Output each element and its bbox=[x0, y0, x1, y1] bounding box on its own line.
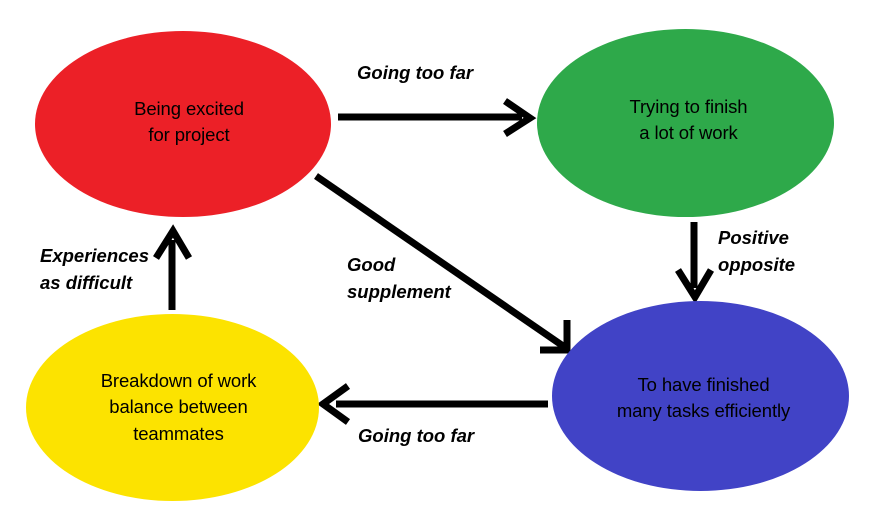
edge-red-to-green[interactable] bbox=[338, 98, 537, 137]
edge-blue-to-yellow-arrowhead bbox=[317, 383, 351, 425]
edge-yellow-to-red[interactable] bbox=[153, 224, 193, 310]
node-being-excited-for-project[interactable]: Being excited for project bbox=[35, 31, 331, 217]
edge-red-to-green-arrowhead bbox=[503, 98, 537, 137]
edge-label-red-to-blue: Good supplement bbox=[347, 254, 451, 302]
edge-label-blue-to-yellow: Going too far bbox=[358, 425, 475, 446]
edge-label-green-to-blue: Positive opposite bbox=[718, 227, 796, 275]
node-label: To have finished many tasks efficiently bbox=[616, 373, 791, 421]
edge-blue-to-yellow[interactable] bbox=[317, 383, 548, 425]
edge-red-to-blue[interactable] bbox=[314, 173, 571, 354]
edge-red-to-blue-arrowhead bbox=[540, 320, 571, 354]
node-breakdown-of-work-balance-between-teammates[interactable]: Breakdown of work balance between teamma… bbox=[26, 314, 319, 501]
edge-red-to-blue-shaft bbox=[314, 173, 568, 351]
node-label: Being excited for project bbox=[134, 97, 244, 145]
edge-green-to-blue-arrowhead bbox=[675, 268, 715, 304]
node-label: Trying to finish a lot of work bbox=[629, 95, 748, 143]
edge-green-to-blue[interactable] bbox=[675, 222, 715, 304]
edge-label-red-to-green: Going too far bbox=[357, 62, 474, 83]
node-trying-to-finish-a-lot-of-work[interactable]: Trying to finish a lot of work bbox=[537, 29, 834, 217]
node-label: Breakdown of work balance between teamma… bbox=[100, 370, 257, 444]
edge-label-yellow-to-red: Experiences as difficult bbox=[40, 245, 150, 293]
edge-yellow-to-red-arrowhead bbox=[153, 224, 193, 260]
node-to-have-finished-many-tasks-efficiently[interactable]: To have finished many tasks efficiently bbox=[552, 301, 849, 491]
